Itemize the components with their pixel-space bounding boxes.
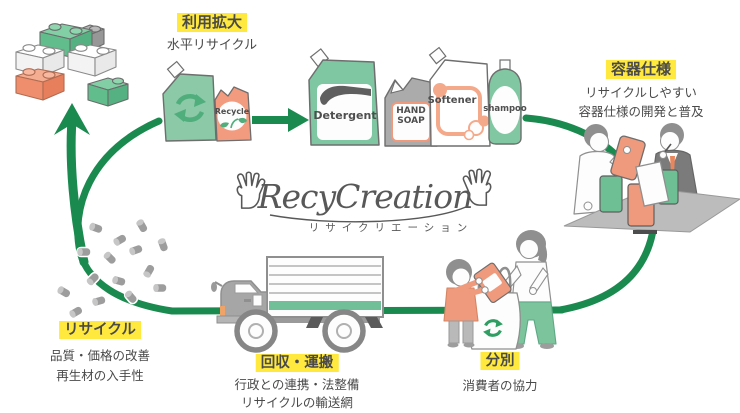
logo-hands [236,168,492,209]
softener-label: Softener [427,95,477,106]
sprout-icon [220,117,247,129]
collection-line-1: 行政との連携・法整備 [234,377,360,392]
collection-line-2: リサイクルの輸送網 [241,395,353,410]
container-spec-line-2: 容器仕様の開発と普及 [578,104,704,119]
truck-green-stripe [269,301,381,310]
recycle-pouch-small-illustration [214,86,252,142]
expansion-line: 水平リサイクル [166,38,258,53]
expansion-badge: 利用拡大 [176,13,248,32]
recycle-line-1: 品質・価格の改善 [49,348,151,363]
resin-pellets-illustration [56,218,170,319]
hand-soap-label: HAND SOAP [396,106,426,127]
building-blocks-illustration [15,23,129,107]
collection-badge: 回収・運搬 [255,354,339,373]
logo-title: RecyCreation [257,177,474,216]
up-arrow-icon [54,103,90,135]
left-hand-icon [236,171,266,209]
container-design-scene [563,123,740,234]
container-spec-badge: 容器仕様 [605,60,677,79]
block-orange [15,68,65,101]
logo-subtitle: リサイクリエーション [308,222,474,234]
separation-badge: 分別 [480,352,520,371]
product-detergent-illustration [308,48,380,146]
recycle-line-2: 再生材の入手性 [56,368,144,383]
logo-swash [269,205,469,223]
container-spec-line-1: リサイクルしやすい [585,85,697,100]
recycle-arrows-icon [483,319,503,337]
detergent-label: Detergent [313,109,377,122]
truck-illustration [211,256,384,353]
shampoo-label: shampoo [483,104,527,114]
block-white-left [15,44,65,77]
product-hand-soap-illustration [384,77,438,147]
right-hand-icon [462,168,492,206]
separation-line-1: 消費者の協力 [462,378,538,393]
recycle-arrows-icon [174,94,206,122]
recycle-pouch-label: Recycle [214,107,250,116]
right-arrow-icon [252,108,309,132]
truck-wheels [234,309,366,353]
recycle-badge: リサイクル [59,321,141,340]
sorting-scene [443,230,557,350]
product-shampoo-illustration [488,59,522,145]
block-white-right [67,44,117,77]
recycled-pouch-illustration [162,60,217,142]
block-green-low [87,77,129,107]
